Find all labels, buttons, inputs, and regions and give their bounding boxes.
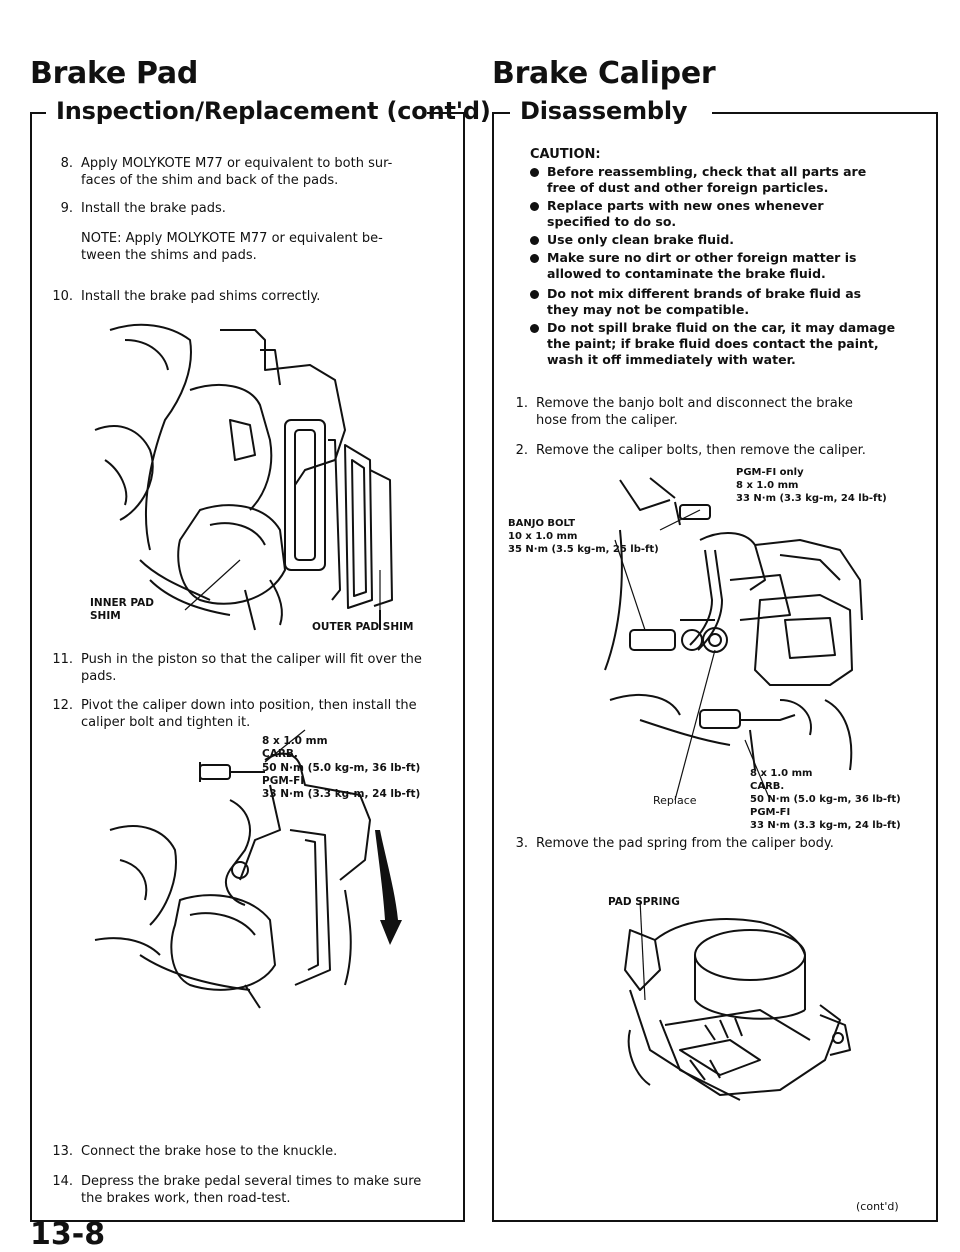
bullet-dot — [530, 168, 539, 177]
step-number: 14. — [52, 1174, 73, 1189]
label-text: BANJO BOLT — [508, 518, 576, 529]
right-header-rule-left — [492, 112, 510, 114]
label-text: 33 N·m (3.3 kg-m, 24 lb-ft) — [736, 493, 887, 504]
label-banjo-bolt: BANJO BOLT 10 x 1.0 mm 35 N·m (3.5 kg-m,… — [508, 517, 659, 556]
step-text: Depress the brake pedal several times to… — [81, 1174, 422, 1189]
bullet-text: the paint; if brake fluid does contact t… — [547, 336, 879, 351]
label-text: 50 N·m (5.0 kg-m, 36 lb-ft) — [750, 794, 901, 805]
label-pad-spring: PAD SPRING — [608, 896, 680, 908]
bullet-dot — [530, 236, 539, 245]
step-number: 10. — [52, 289, 73, 304]
label-text: 8 x 1.0 mm — [262, 735, 328, 747]
right-header-rule-right — [712, 112, 936, 114]
bullet-text: wash it off immediately with water. — [547, 352, 796, 367]
bullet-text: specified to do so. — [547, 214, 677, 229]
bullet-text: allowed to contaminate the brake fluid. — [547, 266, 826, 281]
step-text: Install the brake pads. — [81, 201, 226, 216]
bullet-dot — [530, 202, 539, 211]
step-text: Remove the caliper bolts, then remove th… — [536, 443, 866, 458]
label-caliper-bolt-spec-right: 8 x 1.0 mm CARB. 50 N·m (5.0 kg-m, 36 lb… — [750, 767, 901, 832]
step-text: caliper bolt and tighten it. — [81, 715, 251, 730]
bullet-text: free of dust and other foreign particles… — [547, 180, 829, 195]
figure-pad-shims — [94, 323, 393, 631]
label-text: 8 x 1.0 mm — [736, 480, 799, 491]
label-outer-pad-shim: OUTER PAD SHIM — [312, 621, 414, 633]
step-text: Connect the brake hose to the knuckle. — [81, 1144, 338, 1159]
bullet-text: Do not spill brake fluid on the car, it … — [547, 320, 896, 335]
step-text: Apply MOLYKOTE M77 or equivalent to both… — [81, 156, 393, 171]
label-text: INNER PAD — [90, 597, 154, 609]
right-content-frame — [492, 112, 938, 1222]
label-replace: Replace — [653, 794, 697, 807]
note-text: NOTE: Apply MOLYKOTE M77 or equivalent b… — [81, 231, 383, 246]
bullet-text: they may not be compatible. — [547, 302, 750, 317]
label-text: PGM-FI — [262, 774, 305, 787]
bullet-text: Make sure no dirt or other foreign matte… — [547, 250, 857, 265]
figure-caliper-install — [94, 729, 402, 1009]
bullet-dot — [530, 324, 539, 333]
label-text: 33 N·m (3.3 kg-m, 24 lb-ft) — [262, 788, 421, 801]
bullet-text: Before reassembling, check that all part… — [547, 164, 867, 179]
label-text: PGM-FI only — [736, 467, 804, 478]
step-text: Push in the piston so that the caliper w… — [81, 652, 422, 667]
step-text: faces of the shim and back of the pads. — [81, 173, 339, 188]
left-header-rule-right — [427, 112, 463, 114]
figure-pad-spring — [624, 899, 851, 1101]
bullet-text: Replace parts with new ones whenever — [547, 198, 824, 213]
label-text: SHIM — [90, 610, 121, 622]
label-text: PGM-FI — [750, 807, 791, 818]
right-section-title: Disassembly — [520, 97, 688, 125]
left-header-rule-left — [30, 112, 46, 114]
right-page-title: Brake Caliper — [492, 56, 716, 91]
step-text: Remove the banjo bolt and disconnect the… — [536, 396, 853, 411]
caution-title: CAUTION: — [530, 147, 601, 162]
bullet-text: Do not mix different brands of brake flu… — [547, 286, 862, 301]
label-text: 10 x 1.0 mm — [508, 531, 578, 542]
step-number: 1. — [515, 396, 528, 411]
step-text: pads. — [81, 669, 117, 684]
step-number: 2. — [515, 443, 528, 458]
step-text: Remove the pad spring from the caliper b… — [536, 836, 834, 851]
step-number: 11. — [52, 652, 73, 667]
step-text: Pivot the caliper down into position, th… — [81, 698, 417, 713]
note: NOTE: Apply MOLYKOTE M77 or equivalent b… — [81, 230, 461, 264]
bullet-dot — [530, 254, 539, 263]
step-number: 13. — [52, 1144, 73, 1159]
step-text: Install the brake pad shims correctly. — [81, 289, 321, 304]
step-number: 9. — [60, 201, 73, 216]
left-content-frame — [30, 112, 465, 1222]
label-text: 8 x 1.0 mm — [750, 768, 813, 779]
continued-marker: (cont'd) — [856, 1200, 899, 1213]
step-number: 3. — [515, 836, 528, 851]
label-pgm-fi-bolt: PGM-FI only 8 x 1.0 mm 33 N·m (3.3 kg-m,… — [736, 466, 887, 505]
step-text: the brakes work, then road-test. — [81, 1191, 291, 1206]
step-number: 8. — [60, 156, 73, 171]
left-page-title: Brake Pad — [30, 56, 199, 91]
step-number: 12. — [52, 698, 73, 713]
label-text: 35 N·m (3.5 kg-m, 25 lb-ft) — [508, 544, 659, 555]
note-text: tween the shims and pads. — [81, 248, 257, 263]
step-text: hose from the caliper. — [536, 413, 678, 428]
label-text: CARB. — [750, 781, 785, 792]
left-section-title: Inspection/Replacement (cont'd) — [56, 97, 491, 125]
page-number: 13-8 — [30, 1217, 106, 1252]
bullet-text: Use only clean brake fluid. — [547, 232, 735, 247]
label-text: 33 N·m (3.3 kg-m, 24 lb-ft) — [750, 820, 901, 831]
bullet-dot — [530, 290, 539, 299]
figure-caliper-removal — [604, 477, 863, 801]
